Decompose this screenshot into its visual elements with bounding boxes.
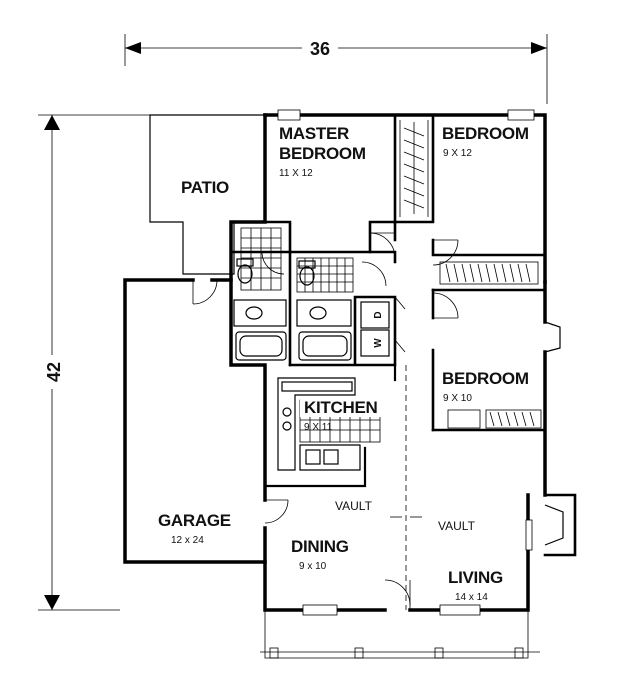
living-name: LIVING (448, 568, 503, 587)
laundry: D W (360, 301, 390, 357)
vault-line (390, 365, 422, 610)
fireplace (543, 493, 577, 557)
bedroom-3-size: 9 X 10 (443, 393, 472, 404)
kitchen-cabinets (277, 377, 381, 471)
bedroom-2-name: BEDROOM (442, 124, 529, 143)
master-bedroom-line1: MASTER (279, 124, 349, 143)
master-bedroom-size: 11 X 12 (279, 168, 313, 179)
garage-size: 12 x 24 (171, 535, 204, 546)
depth-label: 42 (44, 362, 64, 382)
garage-name: GARAGE (158, 511, 231, 530)
bedroom-2-size: 9 X 12 (443, 148, 472, 159)
washer-label: W (373, 338, 384, 348)
vault-left-label: VAULT (335, 499, 373, 513)
bath-fixtures (233, 258, 352, 361)
dryer-label: D (373, 311, 384, 318)
hall-closet-hatching (439, 261, 542, 429)
bay-window (544, 321, 561, 353)
dining-name: DINING (291, 537, 349, 556)
kitchen-size: 9 X 11 (304, 422, 333, 433)
front-porch (260, 610, 540, 659)
bedroom-3-name: BEDROOM (442, 369, 529, 388)
windows (277, 109, 535, 616)
closet-hatching (399, 120, 429, 217)
patio-name: PATIO (181, 178, 229, 197)
master-bedroom-line2: BEDROOM (279, 144, 366, 163)
doors (192, 232, 459, 610)
room-labels: MASTER BEDROOM 11 X 12 BEDROOM 9 X 12 PA… (158, 124, 529, 603)
bath-tiles (240, 227, 354, 293)
vault-right-label: VAULT (438, 519, 476, 533)
kitchen-name: KITCHEN (304, 398, 377, 417)
depth-dimension: 42 (38, 114, 150, 611)
width-label: 36 (310, 39, 330, 59)
width-dimension: 36 (124, 34, 548, 104)
dining-size: 9 x 10 (299, 561, 327, 572)
living-size: 14 x 14 (455, 592, 488, 603)
